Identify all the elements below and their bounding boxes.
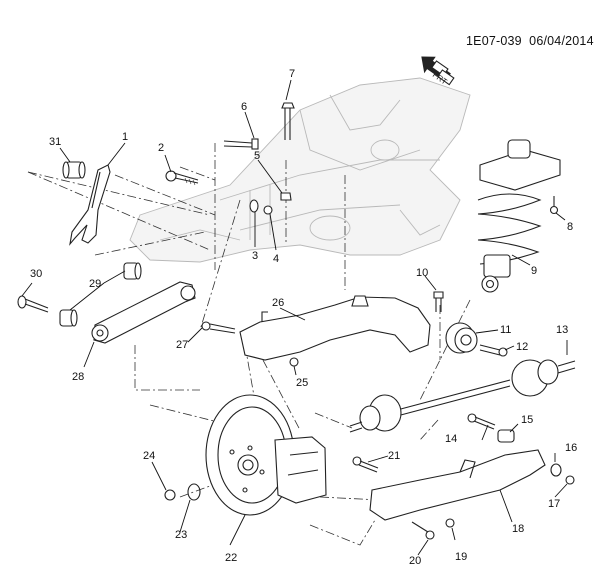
- part-23-retaining-ring: [187, 483, 201, 501]
- callout-6: 6: [241, 101, 247, 113]
- part-3-washer: [249, 199, 259, 213]
- part-7-bolt: [281, 102, 295, 140]
- callout-17: 17: [548, 498, 560, 510]
- callout-10: 10: [416, 267, 428, 279]
- callout-24: 24: [143, 450, 155, 462]
- part-21-bolt: [352, 456, 379, 473]
- part-24-hub-nut: [164, 489, 176, 501]
- part-20-bolt: [411, 521, 435, 540]
- part-9-shock-absorber: [477, 139, 561, 293]
- part-6-bolt: [223, 138, 259, 150]
- part-19-nut: [445, 518, 455, 528]
- diagram-header: 1E07-039 06/04/2014: [466, 34, 594, 48]
- part-26-upper-arm: [239, 295, 431, 361]
- callout-21: 21: [388, 450, 400, 462]
- callout-20: 20: [409, 555, 421, 567]
- callout-14: 14: [445, 433, 457, 445]
- callout-18: 18: [512, 523, 524, 535]
- callout-29: 29: [89, 278, 101, 290]
- callout-8: 8: [567, 221, 573, 233]
- part-16-washer: [550, 463, 562, 477]
- callout-labels: 1 2 3 4 5 6 7 8 9 10 11 12 13 14 15 16 1…: [30, 68, 577, 567]
- callout-23: 23: [175, 529, 187, 541]
- rear-subframe-ghost: [129, 77, 471, 263]
- callout-16: 16: [565, 442, 577, 454]
- callout-25: 25: [296, 377, 308, 389]
- callout-9: 9: [531, 265, 537, 277]
- part-22-brake-assembly: [205, 394, 327, 516]
- part-8-bolt: [549, 196, 559, 215]
- callout-27: 27: [176, 339, 188, 351]
- callout-4: 4: [273, 253, 279, 265]
- part-13-drive-axle: [349, 359, 576, 433]
- part-28-lower-link: [91, 281, 196, 344]
- part-2-bolt: [165, 170, 199, 186]
- callout-30: 30: [30, 268, 42, 280]
- callout-19: 19: [455, 551, 467, 563]
- part-17-nut: [565, 475, 575, 485]
- callout-3: 3: [252, 250, 258, 262]
- callout-12: 12: [516, 341, 528, 353]
- callout-22: 22: [225, 552, 237, 564]
- callout-2: 2: [158, 142, 164, 154]
- callout-1: 1: [122, 131, 128, 143]
- part-18-lower-control-arm: [369, 449, 546, 521]
- callout-31: 31: [49, 136, 61, 148]
- diagram-id: 1E07-039: [466, 34, 522, 48]
- callout-15: 15: [521, 414, 533, 426]
- part-31-bushing: [62, 161, 86, 179]
- part-30-bolt: [17, 295, 49, 313]
- part-5-nut: [280, 192, 292, 201]
- callout-5: 5: [254, 150, 260, 162]
- part-1-control-arm: [69, 164, 111, 246]
- part-12-bolt: [479, 344, 508, 357]
- part-27-bolt: [201, 321, 236, 334]
- callout-26: 26: [272, 297, 284, 309]
- diagram-date: 06/04/2014: [529, 34, 594, 48]
- part-29-bushing-lower: [59, 309, 78, 327]
- part-14-bolt: [467, 413, 496, 430]
- part-25-nut: [289, 357, 299, 367]
- callout-7: 7: [289, 68, 295, 80]
- leader-lines: [21, 79, 568, 556]
- part-15-bushing: [497, 429, 515, 443]
- callout-13: 13: [556, 324, 568, 336]
- part-10-bolt: [433, 291, 444, 312]
- callout-28: 28: [72, 371, 84, 383]
- part-29-bushing-upper: [123, 262, 142, 280]
- part-4-nut: [263, 205, 273, 215]
- part-11-bushing: [445, 322, 478, 354]
- callout-11: 11: [500, 324, 511, 336]
